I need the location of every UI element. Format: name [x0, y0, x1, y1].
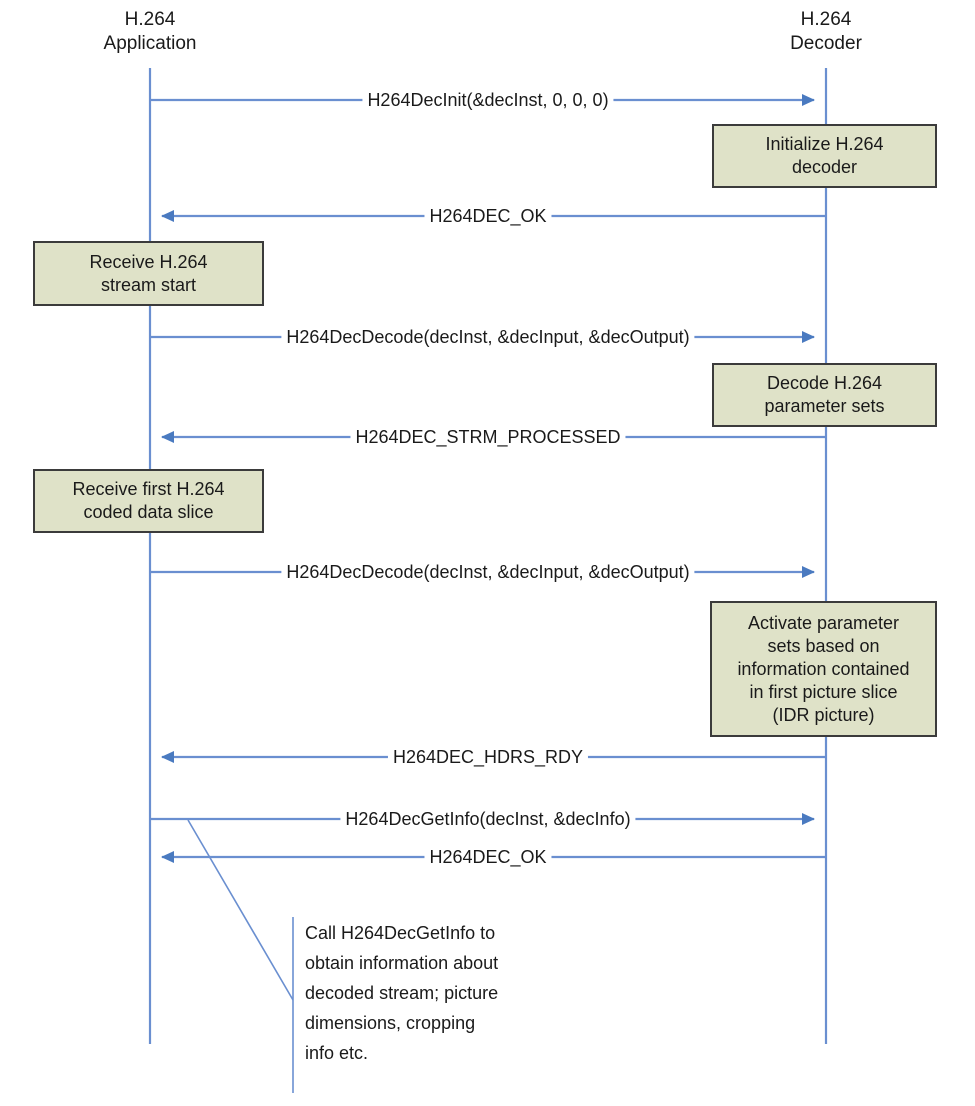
message-label-h264decgetinfo: H264DecGetInfo(decInst, &decInfo) — [340, 809, 636, 829]
message-label-h264decdecode-1: H264DecDecode(decInst, &decInput, &decOu… — [281, 327, 695, 347]
action-box-decode-parameter-sets: Decode H.264 parameter sets — [712, 363, 937, 427]
note-getinfo-description: Call H264DecGetInfo to obtain informatio… — [305, 923, 499, 1063]
message-label-h264dec-hdrs-rdy: H264DEC_HDRS_RDY — [387, 747, 589, 767]
message-label-h264decinit: H264DecInit(&decInst, 0, 0, 0) — [362, 90, 614, 110]
actor-label-application: H.264 Application — [103, 9, 197, 54]
message-label-h264dec-strm-processed: H264DEC_STRM_PROCESSED — [350, 427, 626, 447]
note-leader-line — [187, 819, 294, 1001]
action-box-initialize-decoder: Initialize H.264 decoder — [712, 124, 937, 188]
message-label-h264dec-ok-2: H264DEC_OK — [424, 847, 552, 867]
actor-label-decoder: H.264 Decoder — [790, 9, 862, 54]
message-label-h264dec-ok-1: H264DEC_OK — [424, 206, 552, 226]
action-box-receive-first-slice: Receive first H.264 coded data slice — [33, 469, 264, 533]
action-box-receive-stream-start: Receive H.264 stream start — [33, 241, 264, 306]
action-box-activate-parameter-sets: Activate parameter sets based on informa… — [710, 601, 937, 737]
message-label-h264decdecode-2: H264DecDecode(decInst, &decInput, &decOu… — [281, 562, 695, 582]
